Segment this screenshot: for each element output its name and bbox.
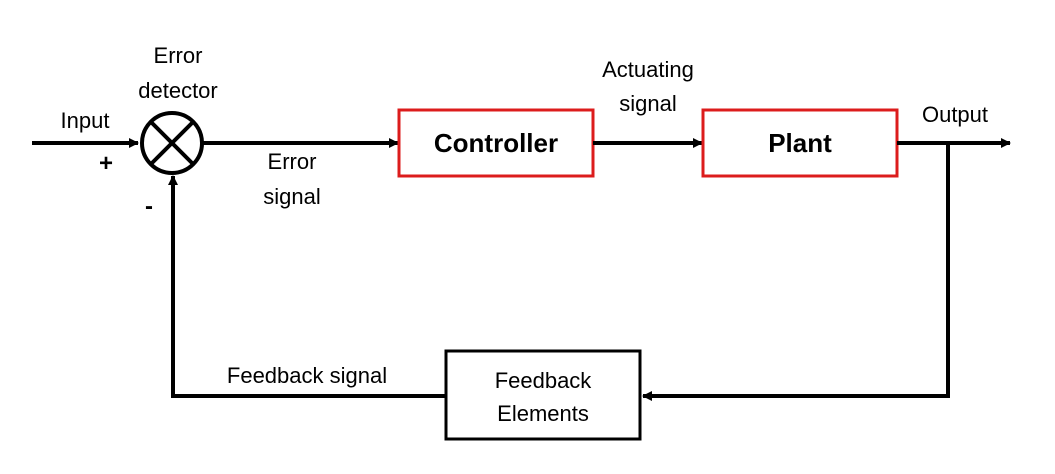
error-signal-label-line1: Error	[268, 149, 317, 174]
feedback-elements-label-line2: Elements	[497, 401, 589, 426]
error-signal-label-line2: signal	[263, 184, 320, 209]
feedback-signal-label: Feedback signal	[227, 363, 387, 388]
error-detector-label-line1: Error	[154, 43, 203, 68]
feedback-elements-label-line1: Feedback	[495, 368, 593, 393]
feedback-signal-path	[168, 175, 446, 398]
actuating-signal-label-line2: signal	[619, 91, 676, 116]
controller-label: Controller	[434, 128, 558, 158]
feedback-path-to-elements	[642, 143, 950, 401]
minus-sign: -	[145, 193, 153, 220]
actuating-signal-label-line1: Actuating	[602, 57, 694, 82]
plus-sign: +	[99, 150, 113, 177]
circle-x-icon	[140, 111, 204, 175]
output-label: Output	[922, 102, 988, 127]
feedback-elements-block	[444, 349, 642, 441]
controller-block	[397, 108, 595, 178]
error-detector-label-line2: detector	[138, 78, 218, 103]
input-label: Input	[61, 108, 110, 133]
plant-label: Plant	[768, 128, 832, 158]
plant-block	[701, 108, 899, 178]
